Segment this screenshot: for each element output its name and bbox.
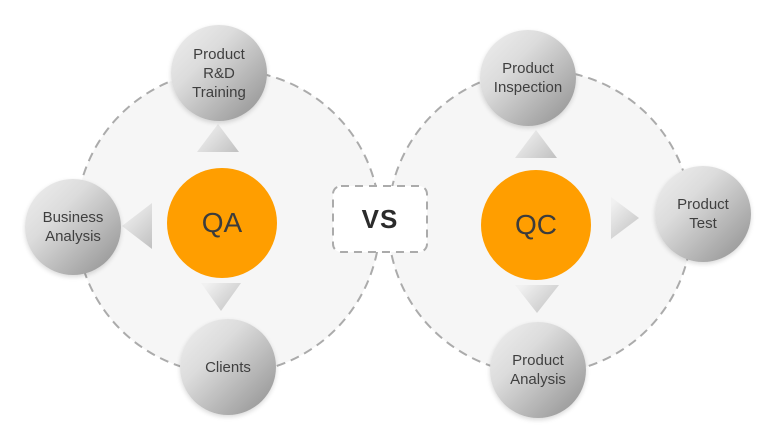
node-product-test: Product Test <box>655 166 751 262</box>
node-qc-center: QC <box>481 170 591 280</box>
node-product-analysis: Product Analysis <box>490 322 586 418</box>
node-qa-center: QA <box>167 168 277 278</box>
vs-label: VS <box>361 203 399 234</box>
vs-badge: VS <box>333 186 427 252</box>
vs-dashed-box <box>332 185 428 253</box>
qc-label: QC <box>515 209 557 240</box>
node-label: Business Analysis <box>42 209 104 245</box>
node-product-inspection: Product Inspection <box>480 30 576 126</box>
node-clients: Clients <box>180 319 276 415</box>
node-label: Product Inspection <box>493 60 563 96</box>
node-label: Product Analysis <box>510 352 566 388</box>
node-business-analysis: Business Analysis <box>25 179 121 275</box>
node-label: Product R&D Training <box>192 45 246 101</box>
node-product-rd-training: Product R&D Training <box>171 25 267 121</box>
node-label: Clients <box>205 358 251 376</box>
qa-label: QA <box>201 207 243 238</box>
node-label: Product Test <box>677 196 729 232</box>
